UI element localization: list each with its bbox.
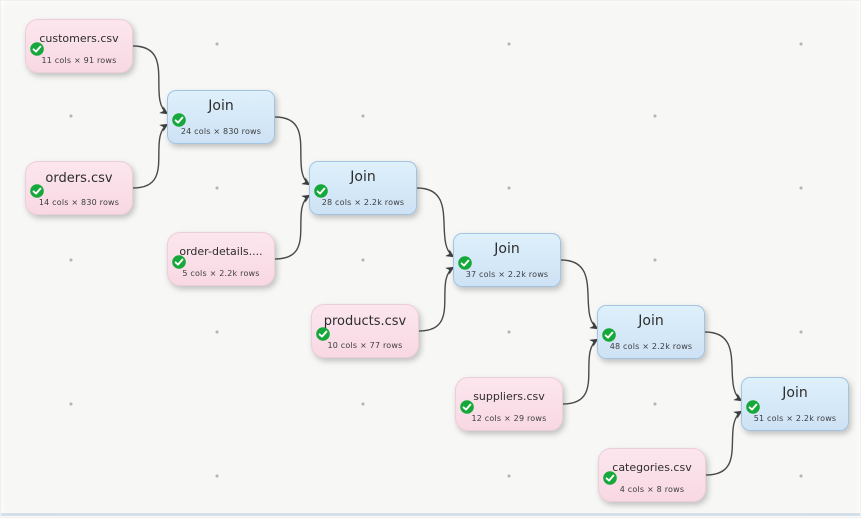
node-title: products.csv xyxy=(323,314,407,329)
node-join5[interactable]: Join 51 cols × 2.2k rows xyxy=(741,377,849,431)
edge-join1-to-join2 xyxy=(274,116,311,186)
node-title: suppliers.csv xyxy=(473,390,545,403)
node-stats: 51 cols × 2.2k rows xyxy=(753,414,837,423)
node-title: Join xyxy=(494,241,520,257)
node-title: Join xyxy=(208,98,234,114)
node-stats: 4 cols × 8 rows xyxy=(619,485,685,494)
check-icon xyxy=(172,113,186,127)
check-icon xyxy=(30,42,44,56)
node-stats: 48 cols × 2.2k rows xyxy=(609,342,693,351)
edge-suppliers-to-join4 xyxy=(562,338,599,405)
node-stats: 10 cols × 77 rows xyxy=(327,341,403,350)
node-title: Join xyxy=(638,313,664,329)
check-icon xyxy=(602,328,616,342)
check-icon xyxy=(603,471,617,485)
check-icon xyxy=(458,256,472,270)
node-products[interactable]: products.csv 10 cols × 77 rows xyxy=(311,304,419,358)
node-stats: 12 cols × 29 rows xyxy=(471,414,547,423)
edge-products-to-join3 xyxy=(418,266,455,332)
edge-join3-to-join4 xyxy=(560,259,599,330)
node-title: Join xyxy=(350,169,376,185)
edge-orders-to-join1 xyxy=(132,123,169,189)
node-join4[interactable]: Join 48 cols × 2.2k rows xyxy=(597,305,705,359)
node-stats: 37 cols × 2.2k rows xyxy=(465,270,549,279)
edge-order-details-to-join2 xyxy=(274,194,311,260)
node-title: Join xyxy=(782,385,808,401)
node-title: order-details.... xyxy=(179,245,263,258)
node-stats: 24 cols × 830 rows xyxy=(180,127,262,136)
check-icon xyxy=(316,327,330,341)
node-customers[interactable]: customers.csv 11 cols × 91 rows xyxy=(25,19,133,73)
node-stats: 14 cols × 830 rows xyxy=(38,198,120,207)
check-icon xyxy=(746,400,760,414)
node-order-details[interactable]: order-details.... 5 cols × 2.2k rows xyxy=(167,232,275,286)
node-stats: 28 cols × 2.2k rows xyxy=(321,198,405,207)
node-title: categories.csv xyxy=(612,461,692,474)
check-icon xyxy=(30,184,44,198)
node-orders[interactable]: orders.csv 14 cols × 830 rows xyxy=(25,161,133,215)
node-join2[interactable]: Join 28 cols × 2.2k rows xyxy=(309,161,417,215)
node-stats: 11 cols × 91 rows xyxy=(41,56,117,65)
node-title: customers.csv xyxy=(39,32,119,45)
node-join3[interactable]: Join 37 cols × 2.2k rows xyxy=(453,233,561,287)
check-icon xyxy=(314,184,328,198)
edge-join2-to-join3 xyxy=(416,187,455,258)
check-icon xyxy=(172,255,186,269)
canvas-bottom-edge xyxy=(1,513,860,516)
node-title: orders.csv xyxy=(45,171,113,186)
edge-customers-to-join1 xyxy=(132,45,169,115)
check-icon xyxy=(460,400,474,414)
edge-categories-to-join5 xyxy=(705,410,743,476)
node-join1[interactable]: Join 24 cols × 830 rows xyxy=(167,90,275,144)
node-stats: 5 cols × 2.2k rows xyxy=(182,269,260,278)
node-suppliers[interactable]: suppliers.csv 12 cols × 29 rows xyxy=(455,377,563,431)
edge-join4-to-join5 xyxy=(704,331,743,402)
node-categories[interactable]: categories.csv 4 cols × 8 rows xyxy=(598,448,706,502)
